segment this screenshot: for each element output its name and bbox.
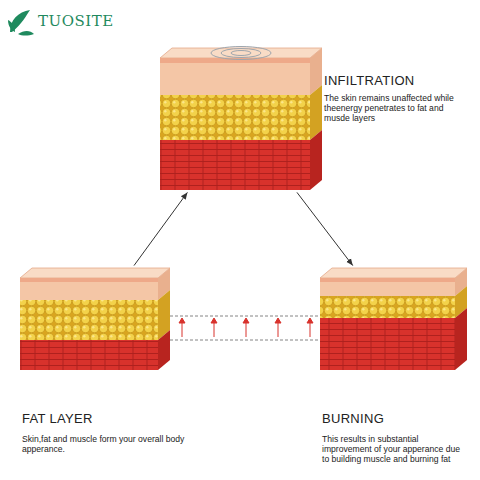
stage-description: This results in substantial improvement … — [322, 434, 464, 464]
infiltration-block — [160, 47, 322, 191]
stage-description: The skin remains unaffected while theene… — [324, 93, 470, 123]
brand-logo: TUOSITE — [38, 12, 114, 30]
stage-heading: FAT LAYER — [22, 412, 202, 426]
stage-heading: BURNING — [322, 412, 472, 426]
fat-layer-stage: FAT LAYERSkin,fat and muscle form your o… — [20, 268, 170, 370]
burning-stage: BURNINGThis results in substantial impro… — [320, 268, 467, 370]
fat-layer-block — [20, 268, 170, 370]
flow-connector — [134, 192, 187, 265]
stage-description: Skin,fat and muscle form your overall bo… — [22, 434, 197, 454]
logo-icon — [8, 10, 34, 36]
flow-connector — [297, 192, 353, 265]
stage-heading: INFILTRATION — [324, 74, 474, 88]
burning-block — [320, 268, 467, 370]
growth-arrows — [170, 316, 320, 340]
infiltration-stage: INFILTRATIONThe skin remains unaffected … — [160, 48, 322, 190]
